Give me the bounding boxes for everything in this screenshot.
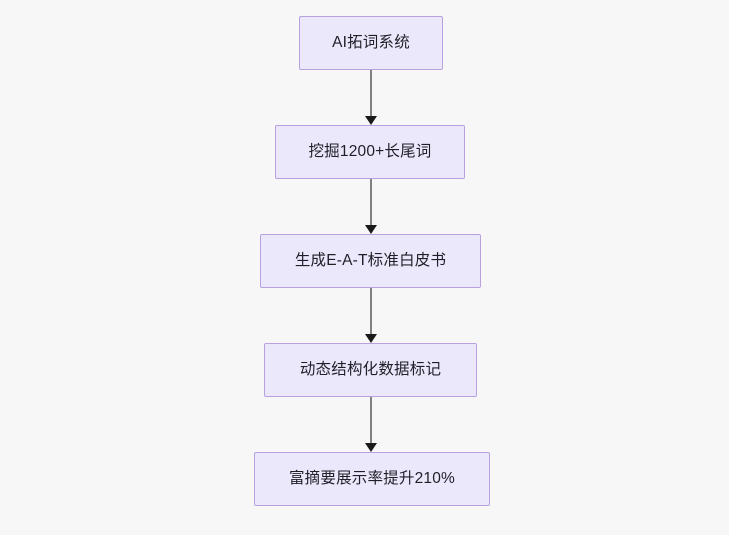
flow-node-4[interactable]: 动态结构化数据标记 [264,343,477,397]
connector-line [370,70,372,117]
flow-node-3[interactable]: 生成E-A-T标准白皮书 [260,234,481,288]
flow-node-1[interactable]: AI拓词系统 [299,16,443,70]
flow-node-5[interactable]: 富摘要展示率提升210% [254,452,490,506]
connector-line [370,397,372,444]
flow-connector-4 [364,397,378,452]
flow-node-label: 动态结构化数据标记 [299,361,442,379]
flow-node-label: 挖掘1200+长尾词 [308,143,432,161]
flow-node-2[interactable]: 挖掘1200+长尾词 [275,125,465,179]
arrowhead-icon [364,225,377,234]
flow-connector-3 [364,288,378,343]
connector-line [370,288,372,335]
flow-connector-1 [364,70,378,125]
arrowhead-icon [364,443,377,452]
flow-node-label: 富摘要展示率提升210% [288,470,456,488]
arrowhead-icon [364,334,377,343]
flow-connector-2 [364,179,378,234]
flow-node-label: 生成E-A-T标准白皮书 [294,252,447,270]
flow-node-label: AI拓词系统 [332,34,410,52]
connector-line [370,179,372,226]
arrowhead-icon [364,116,377,125]
